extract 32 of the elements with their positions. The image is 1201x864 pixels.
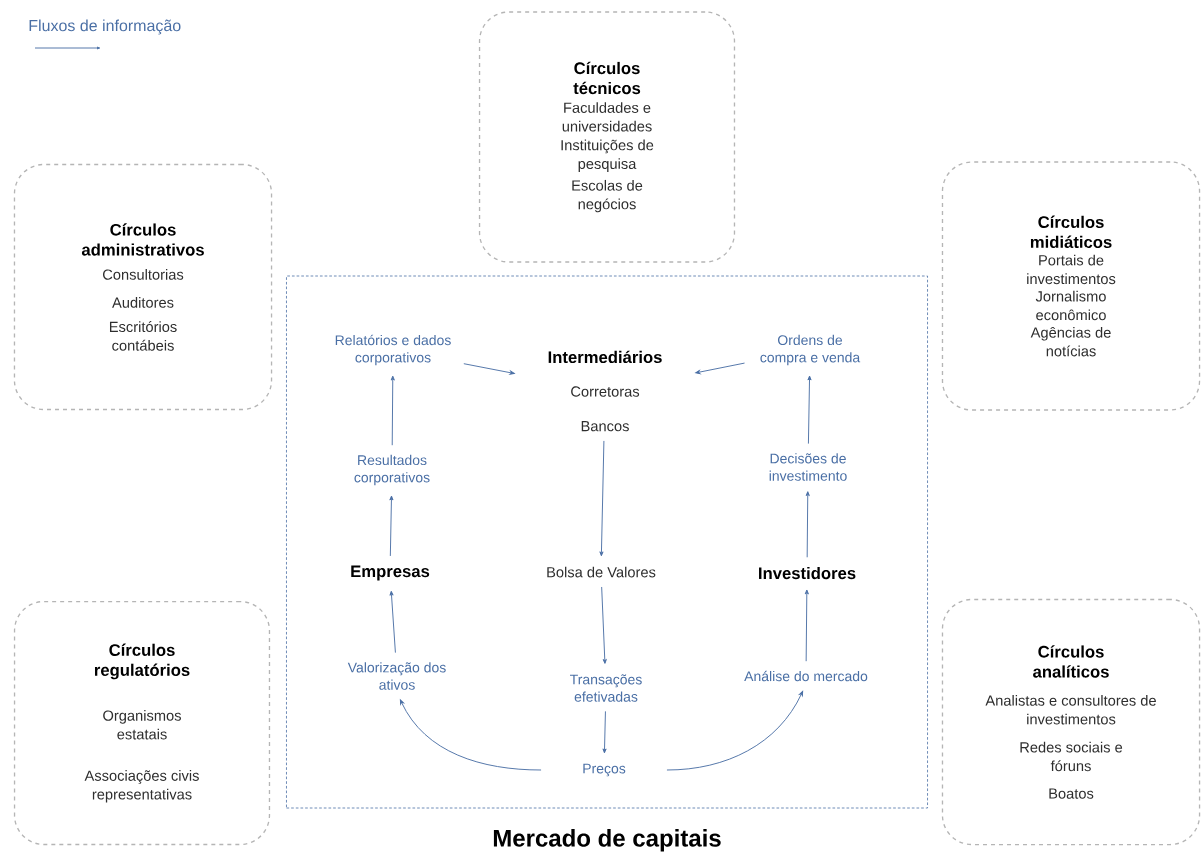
actor-label: Empresas — [351, 565, 430, 581]
arrow — [666, 690, 804, 771]
flow-label: Resultados corporativos — [354, 454, 430, 486]
arrow — [599, 440, 605, 557]
circle-group-box: Círculos midiáticos Portais de investimentos Jornalismo econômico Agências de notícias — [941, 161, 1201, 411]
arrow — [602, 710, 607, 754]
arrow — [389, 495, 394, 557]
circle-group-box: Círculos regulatórios Organismos estatais Associações civis representativas — [13, 600, 271, 846]
circle-group-box: Círculos analíticos Analistas e consultores de investimentos Redes sociais e fóruns Boatos — [941, 598, 1201, 846]
arrow — [399, 699, 542, 771]
arrow — [804, 589, 809, 662]
arrow — [695, 362, 745, 375]
flow-label: Preços — [583, 763, 626, 777]
actor-label: Investidores — [759, 566, 856, 580]
circle-group-box: Círculos administrativos Consultorias Auditores Escritórios contábeis — [13, 163, 273, 411]
caption: Mercado de capitais — [493, 829, 721, 852]
circle-group-box: Círculos técnicos Faculdades e universidades Instituições de pesquisa Escolas de negócios — [478, 11, 736, 263]
arrow — [389, 590, 396, 654]
legend-label: Fluxos de informação — [29, 19, 181, 35]
flow-label: Relatórios e dados corporativos — [335, 334, 451, 366]
flow-label: Transações efetivadas — [570, 674, 642, 702]
flow-label: Análise do mercado — [744, 670, 868, 682]
arrow — [463, 363, 515, 375]
flow-label: Ordens de compra e venda — [760, 334, 861, 366]
flow-label: Decisões de investimento — [769, 453, 847, 481]
arrow — [805, 491, 810, 558]
actor-label: Bolsa de Valores — [547, 566, 656, 578]
arrow — [390, 375, 395, 446]
actor-group: Intermediários Corretoras Bancos — [548, 350, 662, 432]
flow-label: Valorização dos ativos — [347, 662, 446, 690]
arrow — [807, 375, 812, 445]
arrow — [601, 586, 607, 664]
